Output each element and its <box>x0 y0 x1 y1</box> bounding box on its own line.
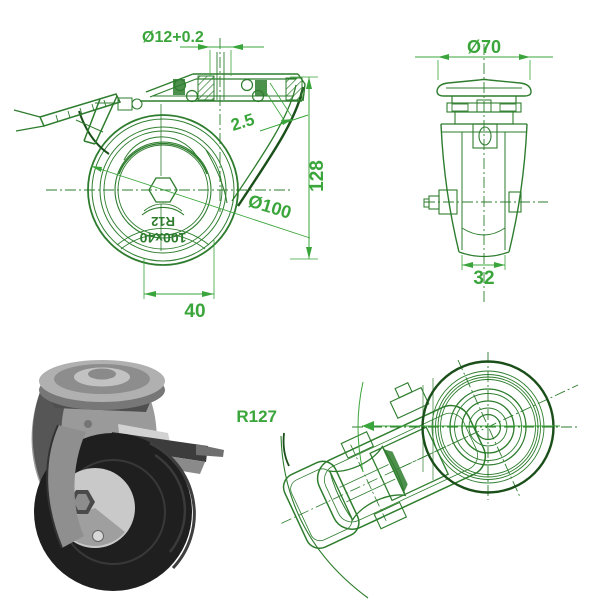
side-centerlines <box>424 44 548 305</box>
dim-wheel-width: 32 <box>473 268 494 289</box>
front-centerlines <box>46 38 290 212</box>
wheel-marking-line1: 100x40 <box>139 230 186 246</box>
front-swivel-head <box>95 52 306 111</box>
front-view: 100x40 R12 <box>13 29 328 322</box>
front-wheel <box>87 104 239 266</box>
side-swivel-head <box>446 96 522 149</box>
photo-3d-caster <box>31 360 224 591</box>
top-view: R127 <box>236 352 580 599</box>
side-dimensions <box>415 54 553 270</box>
top-dimensions <box>362 421 560 431</box>
dim-wheel-diameter: Ø100 <box>246 191 294 223</box>
top-wheel-circles <box>421 360 555 494</box>
photo-fork-blade <box>46 424 86 549</box>
hub-rivet <box>92 530 104 542</box>
front-dimensions <box>90 44 318 299</box>
dim-bolt-hole: Ø12+0.2 <box>142 29 204 46</box>
wheel-marking-line2: R12 <box>151 214 175 229</box>
side-view: Ø70 32 <box>415 37 553 305</box>
front-brake-pedal <box>13 93 122 145</box>
body-rivet <box>84 420 92 428</box>
dim-swivel-radius: R127 <box>236 407 277 426</box>
side-fork-wheel <box>423 123 528 258</box>
swivel-radius-arcs <box>280 381 369 599</box>
dim-hub-width: 40 <box>184 301 205 322</box>
dim-plate-diameter: Ø70 <box>467 37 501 57</box>
dim-plate-thickness: 2.5 <box>229 110 257 135</box>
top-bracket <box>281 382 487 549</box>
side-top-plate <box>436 78 532 97</box>
photo-top-dome <box>39 360 165 410</box>
dim-total-height: 128 <box>307 160 328 192</box>
